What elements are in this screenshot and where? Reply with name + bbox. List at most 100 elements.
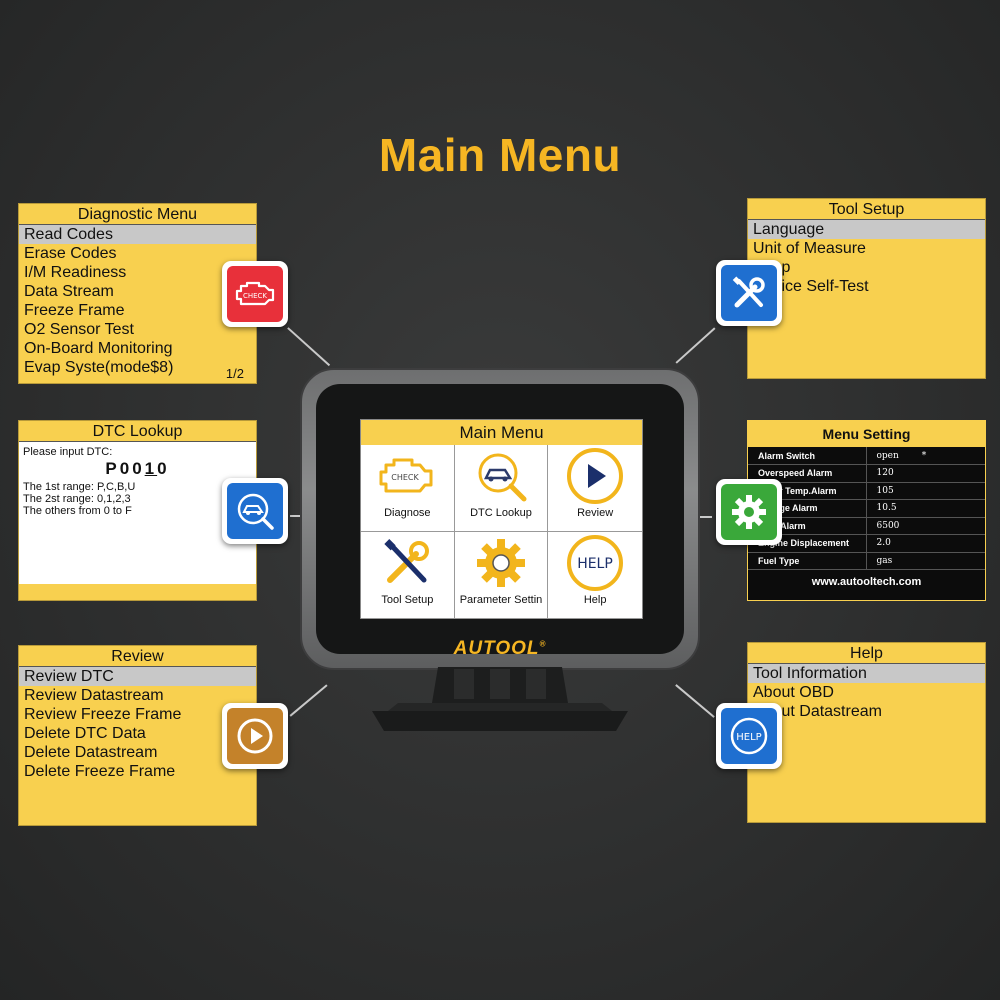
menu-item-im-readiness[interactable]: I/M Readiness (24, 264, 127, 281)
menu-item-about-datastream[interactable]: About Datastream (753, 703, 882, 720)
setting-name: Overspeed Alarm (748, 464, 867, 483)
diagnose-tile[interactable]: CHECK (222, 261, 288, 327)
setting-value: 2.0 (866, 534, 985, 553)
screen-tile-review[interactable]: Review (548, 445, 642, 532)
device-stand (372, 667, 628, 731)
dtc-lookup-tile[interactable] (222, 478, 288, 544)
tool-setup-tile[interactable] (716, 260, 782, 326)
panel-title: Menu Setting (748, 421, 985, 447)
menu-item-about-obd[interactable]: About OBD (753, 684, 834, 701)
panel-title: Diagnostic Menu (19, 204, 256, 225)
check-icon-text: CHECK (392, 473, 420, 482)
page-title: Main Menu (378, 129, 622, 181)
menu-item-read-codes[interactable]: Read Codes (19, 225, 256, 244)
dtc-range-line: The 2st range: 0,1,2,3 (23, 493, 131, 505)
dtc-prompt: Please input DTC: (23, 446, 113, 458)
review-tile[interactable] (222, 703, 288, 769)
diagnostic-menu-panel: Diagnostic Menu Read Codes Erase Codes I… (18, 203, 257, 384)
setting-value: gas (866, 552, 985, 570)
dtc-lookup-panel: DTC Lookup Please input DTC: P0010 The 1… (18, 420, 257, 601)
dtc-code-prefix: P00 (105, 459, 145, 478)
dtc-range-line: The 1st range: P,C,B,U (23, 481, 136, 493)
menu-item-erase-codes[interactable]: Erase Codes (24, 245, 117, 262)
screen-tile-label: Parameter Settin (459, 594, 543, 606)
dtc-code-input[interactable]: P0010 (23, 460, 252, 477)
menu-item-data-stream[interactable]: Data Stream (24, 283, 114, 300)
menu-item-on-board-monitoring[interactable]: On-Board Monitoring (24, 340, 173, 357)
screen-tile-tool-setup[interactable]: Tool Setup (361, 532, 455, 619)
screen-tile-label: Review (577, 507, 614, 519)
play-icon (227, 708, 283, 764)
car-search-icon (472, 445, 530, 507)
setting-name: Alarm Switch (748, 447, 867, 465)
screen-tile-parameter-setting[interactable]: Parameter Settin (454, 532, 549, 619)
menu-item-review-dtc[interactable]: Review DTC (19, 667, 256, 686)
help-icon-text: HELP (577, 556, 613, 572)
help-panel: Help Tool Information About OBD About Da… (747, 642, 986, 823)
screen-tile-label: Help (583, 594, 607, 606)
menu-item-delete-freeze-frame[interactable]: Delete Freeze Frame (24, 763, 176, 780)
setting-value: 10.5 (866, 499, 985, 518)
connector-line (692, 516, 712, 518)
menu-item-review-freeze-frame[interactable]: Review Freeze Frame (24, 706, 182, 723)
screen-tile-label: Diagnose (384, 507, 431, 519)
setting-value: 6500 (866, 517, 985, 535)
parameter-setting-tile[interactable] (716, 479, 782, 545)
website-url: www.autooltech.com (811, 576, 922, 588)
setting-value: open * (866, 447, 985, 465)
review-panel: Review Review DTC Review Datastream Revi… (18, 645, 257, 826)
menu-item-delete-datastream[interactable]: Delete Datastream (24, 744, 158, 761)
menu-item-beep[interactable]: Beep (748, 258, 985, 277)
menu-item-review-datastream[interactable]: Review Datastream (24, 687, 164, 704)
screen-tile-label: Tool Setup (381, 594, 434, 606)
help-icon: HELP (566, 532, 624, 594)
menu-item-delete-dtc-data[interactable]: Delete DTC Data (24, 725, 146, 742)
menu-item-unit-of-measure[interactable]: Unit of Measure (753, 240, 866, 257)
device-screen: Main Menu CHECK Diagnose (360, 419, 643, 619)
menu-item-tool-information[interactable]: Tool Information (748, 664, 985, 683)
panel-title: Tool Setup (748, 199, 985, 220)
connector-line (289, 684, 328, 717)
connector-line (675, 327, 716, 364)
connector-line (287, 327, 331, 366)
menu-item-language[interactable]: Language (748, 220, 985, 239)
page-indicator: 1/2 (225, 366, 244, 381)
menu-item-o2-sensor-test[interactable]: O2 Sensor Test (24, 321, 134, 338)
connector-line (675, 684, 715, 718)
gear-icon (721, 484, 777, 540)
panel-title: DTC Lookup (19, 421, 256, 442)
setting-value: 105 (866, 482, 985, 500)
screen-title: Main Menu (361, 420, 642, 445)
obd-device: Main Menu CHECK Diagnose (300, 368, 700, 670)
dtc-range-line: The others from 0 to F (23, 505, 132, 517)
dtc-code-suffix: 0 (157, 459, 170, 478)
menu-item-evap-system[interactable]: Evap Syste(mode$8) (24, 359, 174, 376)
dtc-footer-bar (19, 584, 256, 600)
svg-text:CHECK: CHECK (243, 292, 267, 300)
menu-item-device-self-test[interactable]: Device Self-Test (753, 278, 869, 295)
setting-value: 120 (866, 464, 985, 483)
screen-tile-diagnose[interactable]: CHECK Diagnose (361, 445, 455, 532)
panel-title: Help (748, 643, 985, 664)
screen-tile-dtc-lookup[interactable]: DTC Lookup (454, 445, 549, 532)
menu-item-freeze-frame[interactable]: Freeze Frame (24, 302, 125, 319)
screen-tile-label: DTC Lookup (470, 507, 532, 519)
wrench-screwdriver-icon (378, 532, 436, 594)
check-engine-icon: CHECK (227, 266, 283, 322)
screen-tile-help[interactable]: HELP Help (548, 532, 642, 619)
help-icon-text: HELP (736, 732, 761, 743)
wrench-screwdriver-icon (721, 265, 777, 321)
dtc-code-cursor: 1 (144, 459, 158, 478)
setting-name: Fuel Type (748, 552, 867, 570)
help-tile[interactable]: HELP (716, 703, 782, 769)
check-engine-icon: CHECK (376, 445, 438, 507)
